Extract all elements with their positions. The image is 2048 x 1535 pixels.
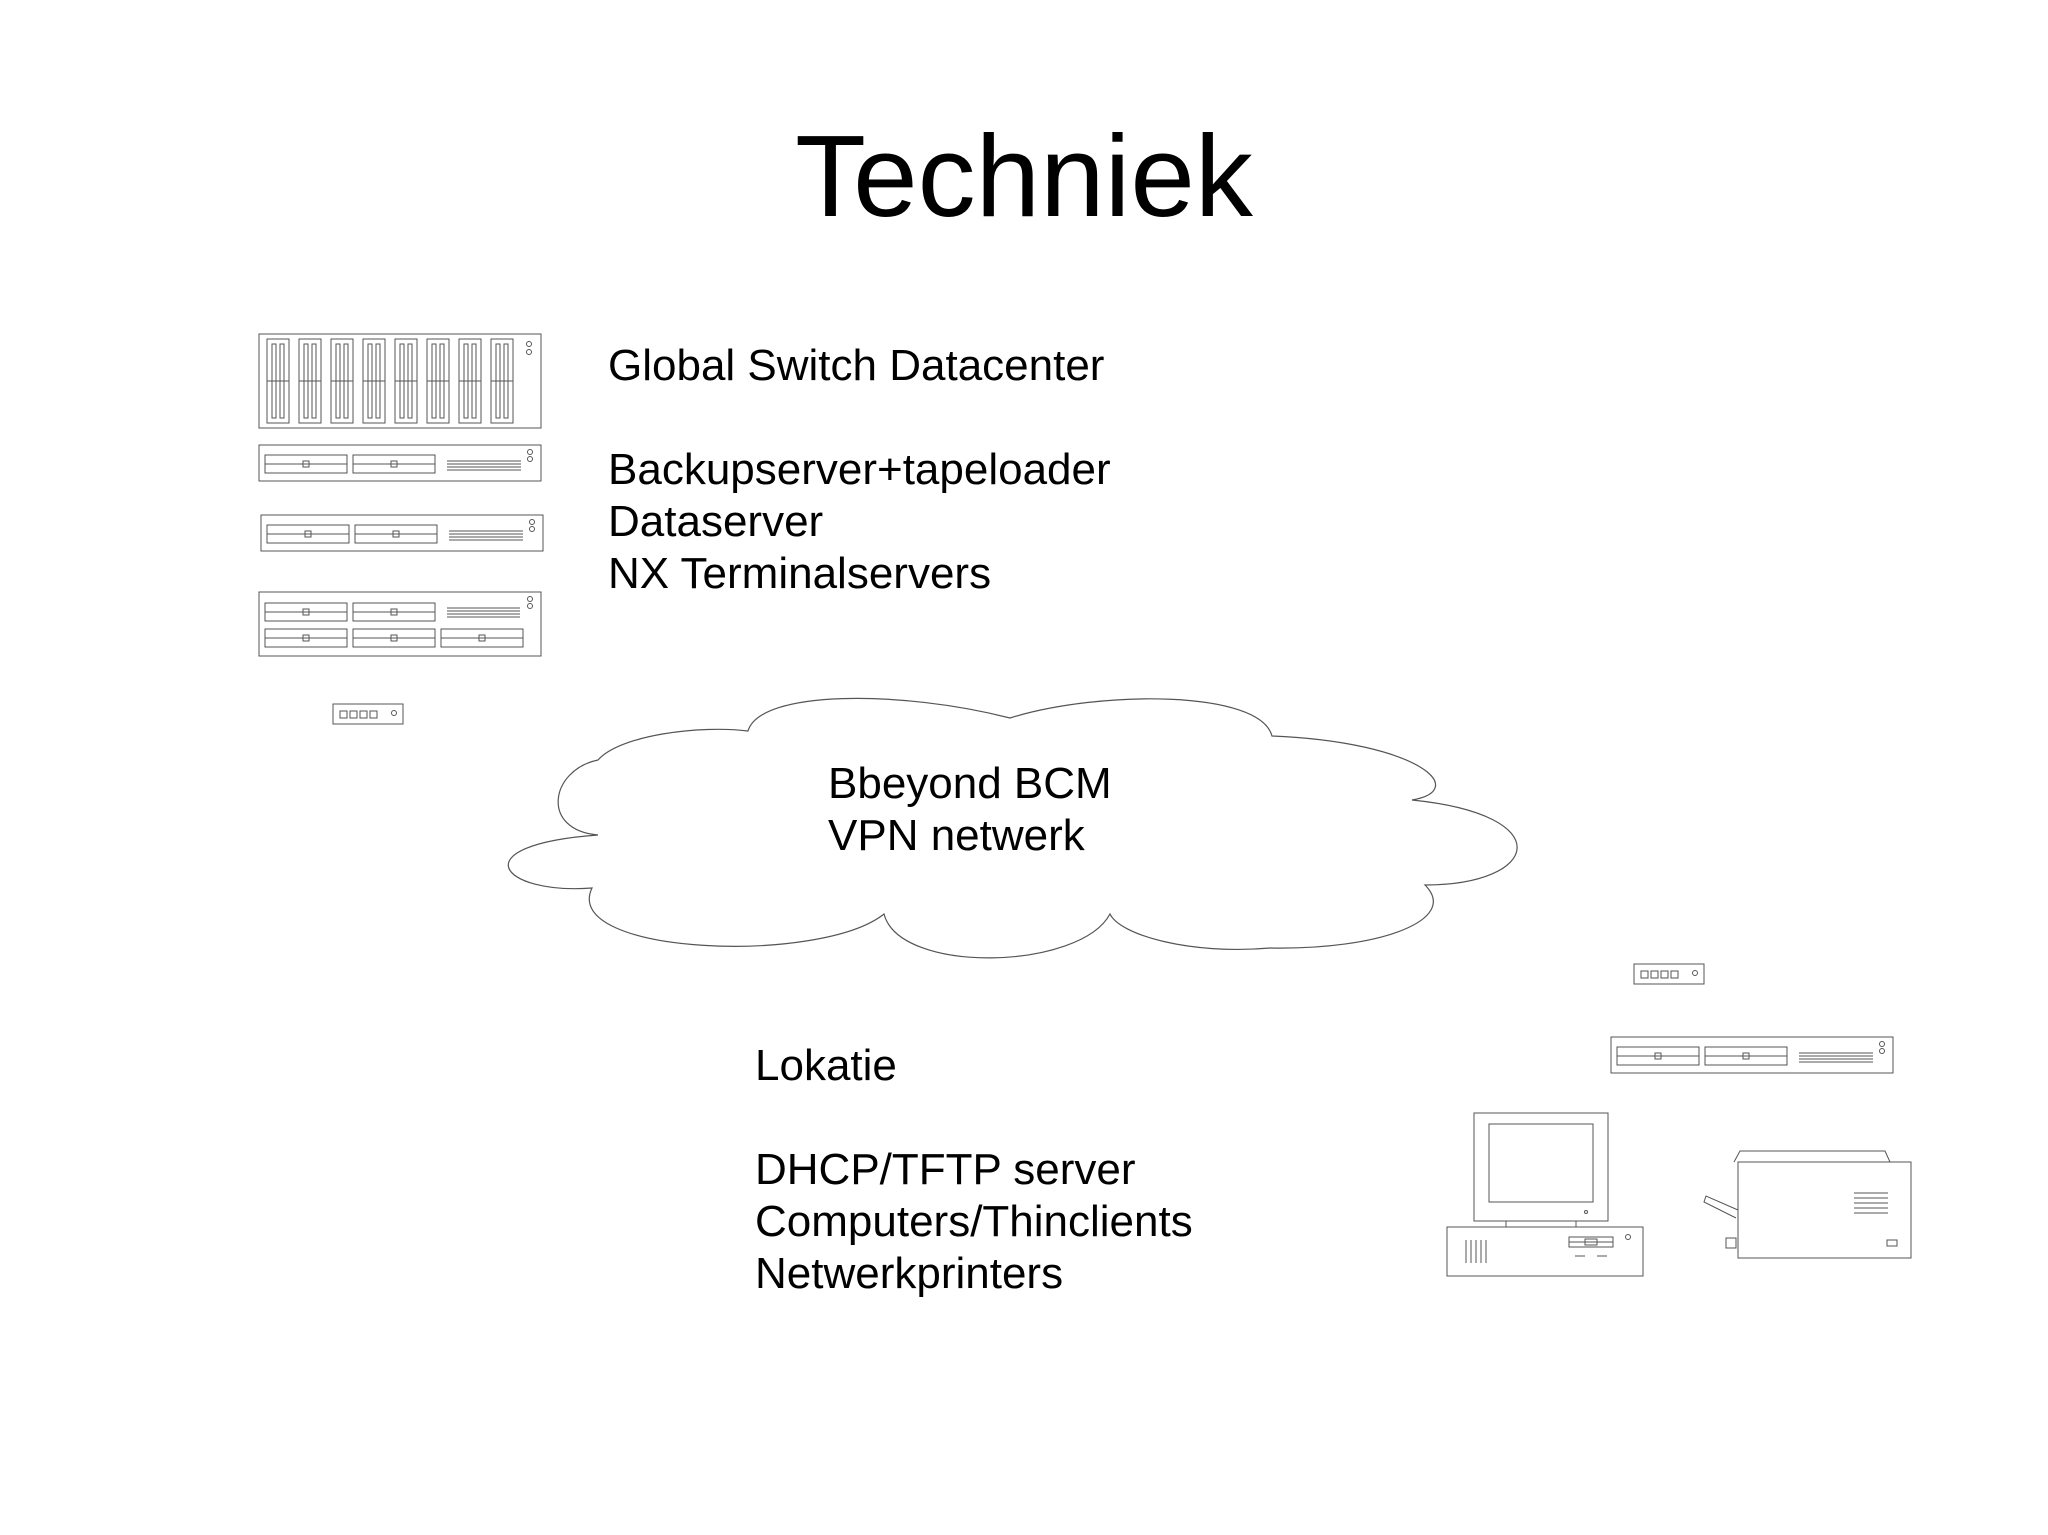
network-line: VPN netwerk (828, 811, 1085, 860)
tape-library-icon (259, 334, 541, 428)
location-heading: Lokatie (755, 1041, 897, 1090)
datacenter-item: NX Terminalservers (608, 549, 992, 598)
datacenter-text: Global Switch Datacenter Backupserver+ta… (608, 340, 1111, 600)
desktop-computer-icon (1447, 1113, 1643, 1276)
cloud-icon (508, 698, 1517, 958)
datacenter-item: Dataserver (608, 497, 824, 546)
dhcp-tftp-server-icon (1610, 1036, 1894, 1074)
location-text: Lokatie DHCP/TFTP server Computers/Thinc… (755, 1040, 1193, 1300)
network-switch-icon (332, 703, 404, 725)
location-item: Netwerkprinters (755, 1249, 1064, 1298)
datacenter-heading: Global Switch Datacenter (608, 341, 1105, 390)
network-text: Bbeyond BCM VPN netwerk (828, 758, 1112, 862)
spacer (608, 392, 1111, 444)
printer-icon (1704, 1151, 1911, 1258)
terminal-servers-icon (259, 592, 541, 656)
datacenter-item: Backupserver+tapeloader (608, 445, 1111, 494)
location-item: DHCP/TFTP server (755, 1145, 1136, 1194)
backup-server-icon (258, 444, 542, 482)
slide-title: Techniek (795, 111, 1253, 241)
spacer (755, 1092, 1193, 1144)
network-line: Bbeyond BCM (828, 759, 1112, 808)
location-item: Computers/Thinclients (755, 1197, 1193, 1246)
network-switch-icon (1633, 963, 1705, 985)
data-server-icon (260, 514, 544, 552)
